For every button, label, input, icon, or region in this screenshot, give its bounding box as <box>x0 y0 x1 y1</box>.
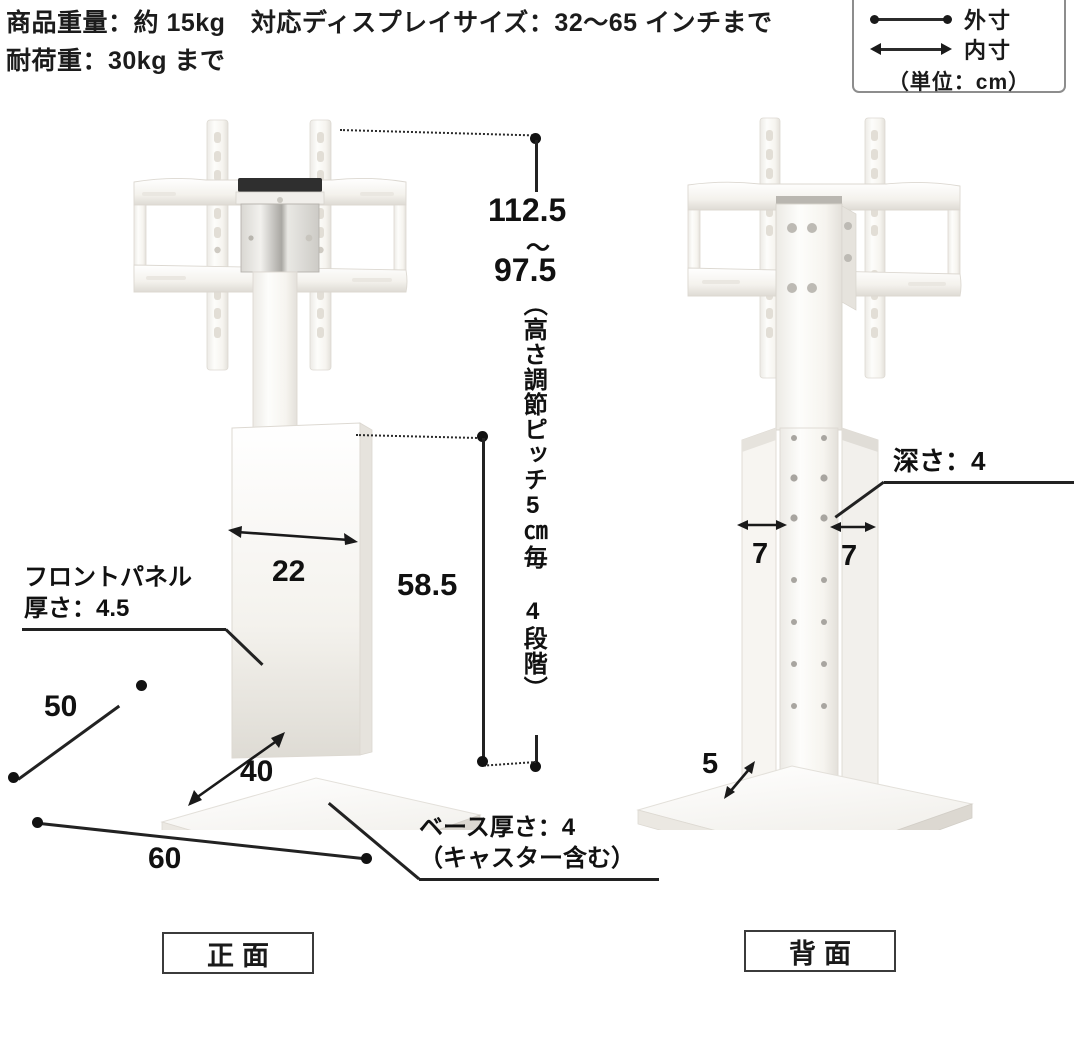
front-view-illustration <box>133 119 482 830</box>
back-center-plate <box>775 196 857 431</box>
dim-label-column-left: 7 <box>752 538 769 570</box>
dim-arrow-column-left <box>737 520 787 530</box>
spec-line-weight-display: 商品重量：約 15kg 対応ディスプレイサイズ：32～65 インチまで <box>6 9 773 37</box>
product-spec-block: 商品重量：約 15kg 対応ディスプレイサイズ：32～65 インチまで 耐荷重：… <box>6 4 773 80</box>
dim-dot-base-depth-far <box>136 680 147 691</box>
dim-line-total-height-upper <box>535 140 538 192</box>
legend-inner-label: 内寸 <box>964 38 1013 63</box>
dim-dot-base-depth-near <box>8 772 19 783</box>
callout-front-panel-thickness: フロントパネル 厚さ：4.5 <box>24 562 192 624</box>
base-plate <box>160 777 482 830</box>
dim-arrow-panel-width <box>228 526 358 545</box>
dim-arrow-column-right <box>830 522 876 532</box>
back-view-illustration <box>636 117 974 830</box>
dim-dot-base-width-right <box>361 853 372 864</box>
inner-dimension-symbol-icon <box>870 42 952 56</box>
back-vesa-rail-right <box>864 117 886 379</box>
leader-front-panel-horizontal <box>22 628 226 631</box>
callout-base-thickness-line1: ベース厚さ：4 <box>419 814 576 841</box>
leader-depth-horizontal <box>884 481 1074 484</box>
dim-label-base-edge: 5 <box>702 748 719 780</box>
legend-outer-label: 外寸 <box>964 8 1013 33</box>
dim-arrow-base-inner-depth <box>188 732 285 806</box>
callout-front-panel-line2: 厚さ：4.5 <box>24 595 130 622</box>
main-pole <box>252 271 298 443</box>
dim-label-base-width: 60 <box>148 842 182 875</box>
dim-label-panel-height: 58.5 <box>397 567 458 602</box>
dim-dot-panel-height-bottom <box>477 756 488 767</box>
legend-box: 外寸 内寸 （単位：cm） <box>852 0 1066 94</box>
back-pole <box>779 427 839 779</box>
legend-row-inner: 内寸 <box>854 34 1064 64</box>
dim-label-total-height-min: 97.5 <box>494 252 557 288</box>
caption-front-view: 正面 <box>162 932 314 974</box>
spec-line-load-capacity: 耐荷重：30kg まで <box>6 47 226 75</box>
outer-dimension-symbol-icon <box>870 12 952 26</box>
dim-arrow-base-edge <box>724 761 755 799</box>
back-channel-columns <box>741 427 879 811</box>
front-panel <box>231 422 373 759</box>
legend-row-outer: 外寸 <box>854 4 1064 34</box>
leader-total-height-bottom <box>484 761 537 767</box>
dim-label-panel-width: 22 <box>272 555 306 588</box>
back-base-plate <box>636 765 974 830</box>
vesa-wing-right <box>393 204 407 278</box>
dim-dot-total-height-bottom <box>530 761 541 772</box>
dim-dot-panel-height-top <box>477 431 488 442</box>
dim-label-base-depth: 50 <box>44 690 78 723</box>
dim-dot-total-height-top <box>530 133 541 144</box>
dim-label-total-height-max: 112.5 <box>488 192 567 228</box>
leader-base-thickness-horizontal <box>419 878 659 881</box>
caption-back-view: 背面 <box>744 930 896 972</box>
dim-label-base-inner-depth: 40 <box>240 755 274 788</box>
callout-front-panel-line1: フロントパネル <box>24 564 192 591</box>
callout-base-thickness-line2: （キャスター含む） <box>419 845 635 872</box>
dim-note-height-adjustment: （高さ調節ピッチ5㎝毎 4段階） <box>519 292 547 701</box>
legend-unit-note: （単位：cm） <box>887 71 1031 94</box>
dim-dot-base-width-left <box>32 817 43 828</box>
dim-label-height-range-separator: ～ <box>526 235 550 262</box>
vesa-rail-left <box>206 119 229 371</box>
dim-line-total-height-lower <box>535 735 538 765</box>
center-bracket-box <box>235 178 325 273</box>
callout-depth: 深さ：4 <box>893 446 986 476</box>
dim-label-column-right: 7 <box>841 540 858 572</box>
dim-line-panel-height <box>482 438 485 760</box>
callout-base-thickness: ベース厚さ：4 （キャスター含む） <box>419 812 635 874</box>
